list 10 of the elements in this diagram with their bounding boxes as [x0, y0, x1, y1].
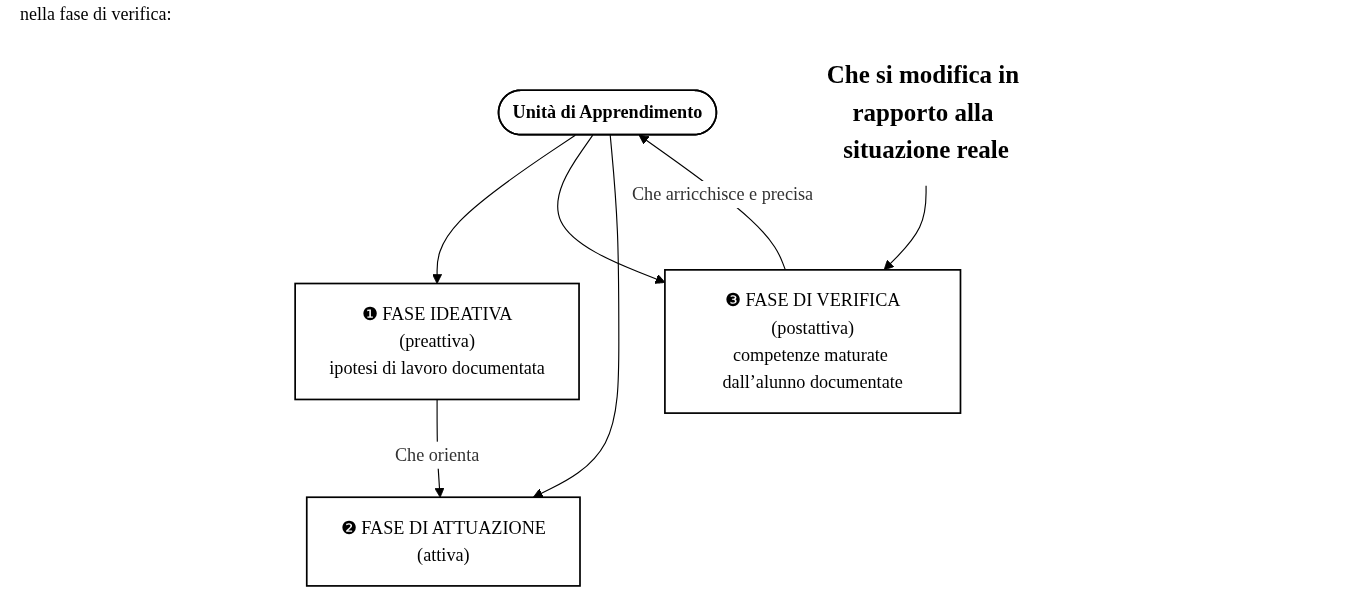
- node-box: ❶ FASE IDEATIVA (preattiva) ipotesi di lavoro documentata: [294, 282, 580, 401]
- node-text: Che si modifica in rapporto alla situazione reale: [826, 60, 1020, 165]
- edge-label: Che arricchisce e precisa: [631, 184, 814, 204]
- node-box: ❷ FASE DI ATTUAZIONE (attiva): [305, 496, 581, 587]
- arrow: [883, 185, 927, 271]
- arrow: [532, 134, 620, 498]
- arrow: [432, 134, 576, 284]
- edge-label: Che orienta: [394, 444, 480, 465]
- node-box: ❸ FASE DI VERIFICA (postattiva) competenze maturate dall’alunno documentate: [664, 269, 962, 414]
- note-text: nella fase di verifica:: [20, 4, 172, 24]
